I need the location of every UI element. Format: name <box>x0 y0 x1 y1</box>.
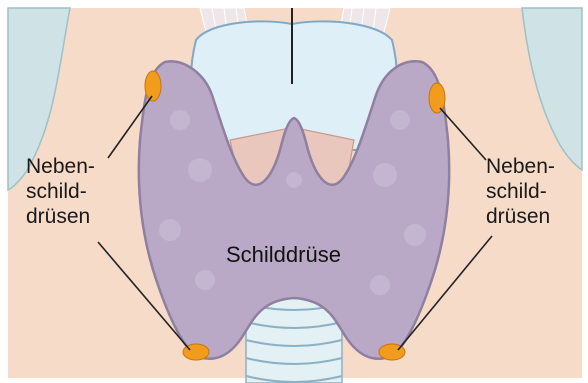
parathyroid-upper-right <box>429 83 445 113</box>
label-right-line-3: drüsen <box>486 204 555 229</box>
label-left-line-2: schild- <box>26 179 95 204</box>
label-left-line-3: drüsen <box>26 204 95 229</box>
parathyroid-upper-left <box>145 71 161 101</box>
label-thyroid: Schilddrüse <box>226 242 341 268</box>
label-left-line-1: Neben- <box>26 154 95 179</box>
label-right-line-1: Neben- <box>486 154 555 179</box>
label-right-line-2: schild- <box>486 179 555 204</box>
label-left-parathyroid: Neben- schild- drüsen <box>26 154 95 229</box>
label-right-parathyroid: Neben- schild- drüsen <box>486 154 555 229</box>
